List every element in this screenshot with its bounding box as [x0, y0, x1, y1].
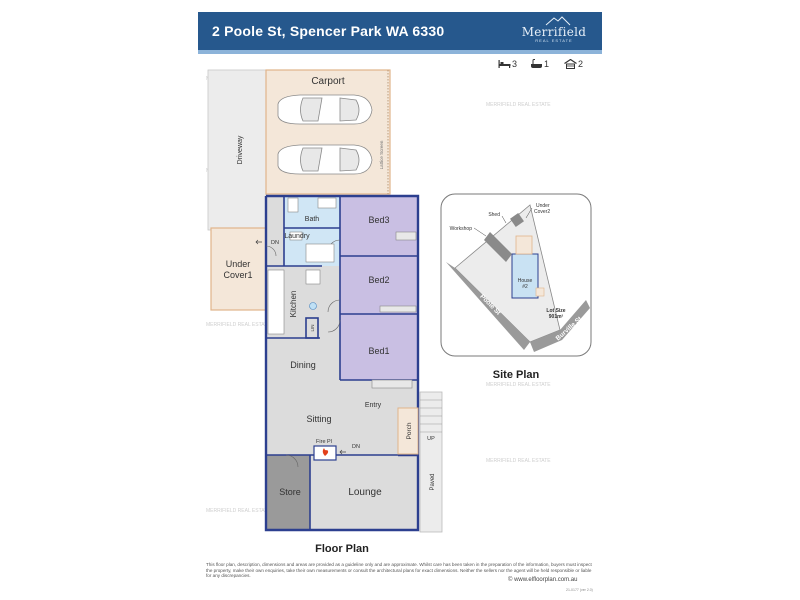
site-plan: Shed Workshop Under Cover2 House #2 Pool… [440, 193, 592, 381]
dining-label: Dining [290, 360, 316, 370]
site-house-label-2: #2 [522, 284, 528, 290]
lot-size-value: 901m² [549, 314, 564, 320]
bathroom-count-value: 1 [544, 59, 550, 69]
bed3-label: Bed3 [368, 215, 389, 225]
linen-label: LIN [310, 324, 315, 331]
site-plan-caption: Site Plan [493, 369, 540, 381]
door-swings [265, 239, 341, 468]
bath-icon [531, 59, 542, 68]
sitting-label: Sitting [306, 414, 331, 424]
under-cover-label-1: Under [226, 259, 251, 269]
brand-name: Merrifield [521, 25, 587, 39]
site-shed-label: Shed [488, 212, 500, 218]
kitchen-bench [267, 269, 321, 335]
watermark-text: MERRIFIELD REAL ESTATE [486, 102, 551, 108]
bed1-label: Bed1 [368, 346, 389, 356]
bed2-label: Bed2 [368, 275, 389, 285]
site-under-cover-label-2: Cover2 [534, 209, 550, 215]
site-house-label-1: House [518, 278, 533, 284]
fire-icon [322, 448, 329, 456]
bedroom-count-value: 3 [512, 59, 518, 69]
driveway-area [207, 69, 267, 231]
watermark-text: MERRIFIELD REAL ESTATE [486, 458, 551, 464]
lot-size-label: Lot Size [546, 308, 565, 314]
plan-code: 21-0177 (ver 2.0) [566, 588, 593, 592]
brand-subtitle: REAL ESTATE [535, 38, 573, 43]
site-house [511, 253, 539, 299]
driveway-label: Driveway [237, 135, 244, 164]
property-address: 2 Poole St, Spencer Park WA 6330 [212, 23, 445, 39]
site-shed [510, 213, 524, 227]
paved-area [419, 391, 443, 533]
mountain-logo-icon [545, 16, 571, 26]
wardrobes [371, 231, 417, 389]
down-label-laundry: DN [271, 240, 279, 246]
disclaimer-text: This floor plan, description, dimensions… [206, 562, 592, 579]
porch-area [397, 407, 419, 455]
carport-area [265, 69, 391, 195]
car-bottom [277, 144, 373, 175]
garage-count-value: 2 [578, 59, 584, 69]
laundry-label: Laundry [284, 233, 310, 240]
store-label: Store [279, 487, 301, 497]
watermark-text: MERRIFIELD REAL ESTATE [486, 382, 551, 388]
car-top [277, 94, 373, 125]
under-cover-label-2: Cover1 [223, 270, 252, 280]
down-label-lounge: DN [352, 444, 360, 450]
up-label: UP [427, 436, 435, 442]
site-leader-lines [473, 207, 533, 237]
site-workshop [484, 232, 512, 262]
site-porch [535, 287, 545, 297]
bed1-area [340, 314, 418, 380]
kitchen-label: Kitchen [289, 291, 298, 318]
bath-label: Bath [305, 216, 320, 223]
bath-fixtures [287, 197, 337, 263]
site-workshop-label: Workshop [450, 226, 473, 232]
site-under-cover-label-1: Under [536, 203, 550, 209]
fireplace-label: Fire Pl [316, 439, 332, 445]
paved-label: Paved [430, 473, 436, 490]
bed3-area [340, 196, 418, 256]
poole-street [446, 262, 530, 350]
carport-label: Carport [311, 76, 345, 87]
website-credit: © www.elfloorplan.com.au [508, 577, 578, 583]
lattice-screen-label: Lattice Screen [379, 140, 384, 169]
floor-plan: Carport Driveway Lattice Screen Bath Lau… [207, 69, 443, 555]
brand-logo: Merrifield REAL ESTATE [516, 16, 592, 46]
floor-plan-caption: Floor Plan [315, 543, 369, 555]
property-stats: 3 1 2 [498, 58, 594, 72]
burville-street [530, 300, 590, 352]
steps [420, 399, 442, 433]
watermark-text: MERRIFIELD REAL ESTATE [206, 508, 271, 514]
store-area [266, 455, 310, 530]
bed-icon [498, 60, 511, 68]
down-arrows [255, 239, 346, 455]
watermark-text: MERRIFIELD REAL ESTATE [206, 322, 271, 328]
garage-icon [564, 59, 577, 69]
entry-label: Entry [365, 402, 382, 409]
site-under-cover [515, 235, 533, 255]
lounge-label: Lounge [348, 487, 382, 498]
header-bar: 2 Poole St, Spencer Park WA 6330 Merrifi… [198, 12, 602, 54]
porch-label: Porch [406, 422, 413, 439]
bed2-area [340, 256, 418, 314]
